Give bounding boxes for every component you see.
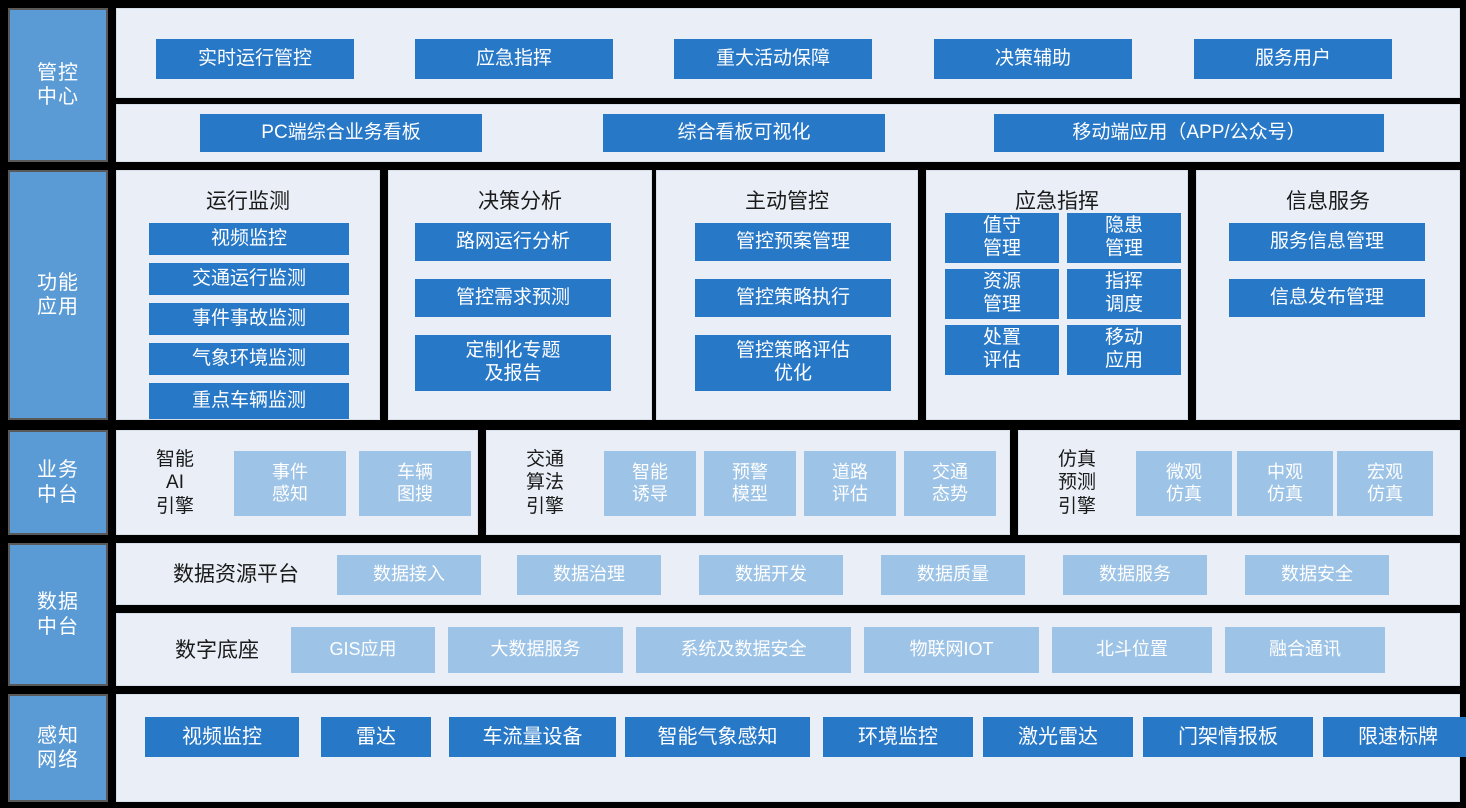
business-group-traffic-algorithm-engine: 交通 算法 引擎 智能 诱导 预警 模型 道路 评估 交通 态势 xyxy=(486,430,1010,535)
function-item-0-3[interactable]: 气象环境监测 xyxy=(149,343,349,375)
perception-network-panel: 视频监控 雷达 车流量设备 智能气象感知 环境监控 激光雷达 门架情报板 限速标… xyxy=(116,694,1466,802)
business-item-2-0[interactable]: 微观 仿真 xyxy=(1136,451,1232,516)
function-item-0-2[interactable]: 事件事故监测 xyxy=(149,303,349,335)
perception-item-2[interactable]: 车流量设备 xyxy=(449,717,616,757)
business-item-1-1[interactable]: 预警 模型 xyxy=(704,451,796,516)
perception-item-5[interactable]: 激光雷达 xyxy=(983,717,1133,757)
function-item-1-1[interactable]: 管控需求预测 xyxy=(415,279,611,317)
sidebar-label-business-mid: 业务 中台 xyxy=(37,459,79,506)
function-item-3-1[interactable]: 隐患 管理 xyxy=(1067,213,1181,263)
sidebar-label-control-center: 管控 中心 xyxy=(37,61,79,108)
function-item-3-0[interactable]: 值守 管理 xyxy=(945,213,1059,263)
control-center-scenarios-panel: 实时运行管控 应急指挥 重大活动保障 决策辅助 服务用户 xyxy=(116,8,1460,98)
data-item-1-2[interactable]: 系统及数据安全 xyxy=(636,627,851,673)
perception-item-3[interactable]: 智能气象感知 xyxy=(625,717,810,757)
scenario-chip-0[interactable]: 实时运行管控 xyxy=(156,39,354,79)
business-item-0-0[interactable]: 事件 感知 xyxy=(234,451,346,516)
function-item-3-5[interactable]: 移动 应用 xyxy=(1067,325,1181,375)
control-center-channels-panel: PC端综合业务看板 综合看板可视化 移动端应用（APP/公众号） xyxy=(116,104,1460,162)
data-item-0-1[interactable]: 数据治理 xyxy=(517,555,661,595)
data-row-label-0: 数据资源平台 xyxy=(173,563,299,587)
business-item-2-2[interactable]: 宏观 仿真 xyxy=(1337,451,1433,516)
function-item-3-4[interactable]: 处置 评估 xyxy=(945,325,1059,375)
data-row-digital-foundation: 数字底座 GIS应用 大数据服务 系统及数据安全 物联网IOT 北斗位置 融合通… xyxy=(116,613,1460,686)
business-item-1-2[interactable]: 道路 评估 xyxy=(804,451,896,516)
business-item-1-3[interactable]: 交通 态势 xyxy=(904,451,996,516)
sidebar-item-control-center[interactable]: 管控 中心 xyxy=(8,8,108,162)
function-column-operation-monitoring: 运行监测 视频监控 交通运行监测 事件事故监测 气象环境监测 重点车辆监测 xyxy=(116,170,380,420)
scenario-chip-4[interactable]: 服务用户 xyxy=(1194,39,1392,79)
data-row-resource-platform: 数据资源平台 数据接入 数据治理 数据开发 数据质量 数据服务 数据安全 xyxy=(116,543,1460,605)
function-item-2-0[interactable]: 管控预案管理 xyxy=(695,223,891,261)
function-item-1-2[interactable]: 定制化专题 及报告 xyxy=(415,335,611,391)
scenario-chip-3[interactable]: 决策辅助 xyxy=(934,39,1132,79)
data-item-1-5[interactable]: 融合通讯 xyxy=(1225,627,1385,673)
perception-item-0[interactable]: 视频监控 xyxy=(145,717,299,757)
scenario-chip-2[interactable]: 重大活动保障 xyxy=(674,39,872,79)
function-column-title-4: 信息服务 xyxy=(1286,190,1370,213)
sidebar-item-function-app[interactable]: 功能 应用 xyxy=(8,170,108,420)
data-item-0-3[interactable]: 数据质量 xyxy=(881,555,1025,595)
perception-item-1[interactable]: 雷达 xyxy=(321,717,431,757)
function-item-4-0[interactable]: 服务信息管理 xyxy=(1229,223,1425,261)
function-item-0-0[interactable]: 视频监控 xyxy=(149,223,349,255)
business-engine-label-1: 交通 算法 引擎 xyxy=(525,449,564,517)
data-item-0-5[interactable]: 数据安全 xyxy=(1245,555,1389,595)
scenario-chip-1[interactable]: 应急指挥 xyxy=(415,39,613,79)
channel-chip-0[interactable]: PC端综合业务看板 xyxy=(200,114,482,152)
sidebar-item-perception-net[interactable]: 感知 网络 xyxy=(8,694,108,802)
data-item-0-2[interactable]: 数据开发 xyxy=(699,555,843,595)
sidebar-label-data-mid: 数据 中台 xyxy=(37,591,79,638)
function-item-0-4[interactable]: 重点车辆监测 xyxy=(149,383,349,419)
data-item-1-3[interactable]: 物联网IOT xyxy=(864,627,1039,673)
perception-item-4[interactable]: 环境监控 xyxy=(823,717,973,757)
function-item-3-3[interactable]: 指挥 调度 xyxy=(1067,269,1181,319)
function-column-active-control: 主动管控 管控预案管理 管控策略执行 管控策略评估 优化 xyxy=(656,170,918,420)
business-engine-label-0: 智能 AI 引擎 xyxy=(155,449,194,517)
sidebar-item-data-mid[interactable]: 数据 中台 xyxy=(8,543,108,686)
business-group-ai-engine: 智能 AI 引擎 事件 感知 车辆 图搜 xyxy=(116,430,478,535)
channel-chip-1[interactable]: 综合看板可视化 xyxy=(603,114,885,152)
function-column-emergency-command: 应急指挥 值守 管理 隐患 管理 资源 管理 指挥 调度 处置 评估 移动 应用 xyxy=(926,170,1188,420)
perception-item-7[interactable]: 限速标牌 xyxy=(1323,717,1466,757)
data-item-0-0[interactable]: 数据接入 xyxy=(337,555,481,595)
function-column-title-1: 决策分析 xyxy=(478,190,562,213)
data-row-label-1: 数字底座 xyxy=(175,638,259,662)
sidebar-item-business-mid[interactable]: 业务 中台 xyxy=(8,430,108,535)
function-item-4-1[interactable]: 信息发布管理 xyxy=(1229,279,1425,317)
business-item-1-0[interactable]: 智能 诱导 xyxy=(604,451,696,516)
function-item-0-1[interactable]: 交通运行监测 xyxy=(149,263,349,295)
business-item-0-1[interactable]: 车辆 图搜 xyxy=(359,451,471,516)
function-item-3-2[interactable]: 资源 管理 xyxy=(945,269,1059,319)
data-item-1-4[interactable]: 北斗位置 xyxy=(1052,627,1212,673)
sidebar-label-function-app: 功能 应用 xyxy=(37,271,79,318)
function-column-information-service: 信息服务 服务信息管理 信息发布管理 xyxy=(1196,170,1460,420)
data-item-0-4[interactable]: 数据服务 xyxy=(1063,555,1207,595)
function-item-1-0[interactable]: 路网运行分析 xyxy=(415,223,611,261)
data-item-1-1[interactable]: 大数据服务 xyxy=(448,627,623,673)
sidebar-label-perception-net: 感知 网络 xyxy=(37,724,79,771)
data-item-1-0[interactable]: GIS应用 xyxy=(291,627,435,673)
function-column-title-3: 应急指挥 xyxy=(1015,190,1099,213)
function-column-title-2: 主动管控 xyxy=(745,190,829,213)
function-column-decision-analysis: 决策分析 路网运行分析 管控需求预测 定制化专题 及报告 xyxy=(388,170,652,420)
business-engine-label-2: 仿真 预测 引擎 xyxy=(1057,449,1096,517)
function-column-title-0: 运行监测 xyxy=(206,190,290,213)
function-item-2-1[interactable]: 管控策略执行 xyxy=(695,279,891,317)
business-group-simulation-prediction-engine: 仿真 预测 引擎 微观 仿真 中观 仿真 宏观 仿真 xyxy=(1018,430,1460,535)
perception-item-6[interactable]: 门架情报板 xyxy=(1143,717,1313,757)
channel-chip-2[interactable]: 移动端应用（APP/公众号） xyxy=(994,114,1384,152)
business-item-2-1[interactable]: 中观 仿真 xyxy=(1237,451,1333,516)
function-item-2-2[interactable]: 管控策略评估 优化 xyxy=(695,335,891,391)
